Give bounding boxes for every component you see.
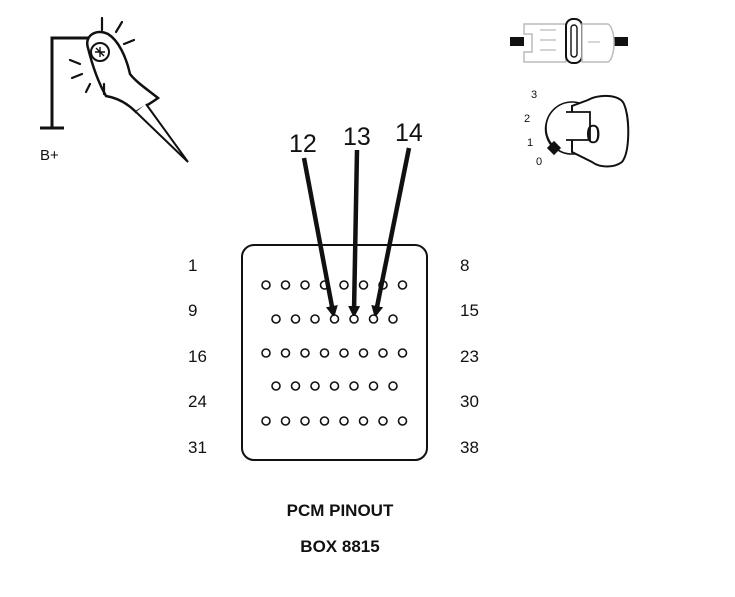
pin-25: [290, 381, 301, 391]
callout-14: 14: [395, 119, 423, 147]
pin-19: [319, 348, 330, 358]
pin-1: [261, 280, 271, 290]
pin-12: [329, 314, 340, 324]
ignition-key-mark: 0: [586, 119, 600, 149]
caption-subtitle: BOX 8815: [300, 537, 380, 556]
pin-26: [310, 381, 320, 391]
pin-8: [397, 280, 408, 290]
pin-21: [358, 348, 369, 358]
callout-12: 12: [289, 130, 317, 158]
pin-11: [310, 314, 320, 324]
pin-6: [358, 280, 369, 290]
pin-34: [319, 416, 330, 426]
row-label-right-2: 15: [460, 301, 479, 320]
row-label-left-2: 9: [188, 301, 197, 320]
ignition-position-3: 3: [531, 89, 537, 101]
pin-2: [280, 280, 291, 290]
row-label-left-5: 31: [188, 438, 207, 457]
pin-13: [349, 314, 359, 324]
pin-36: [358, 416, 369, 426]
row-label-right-4: 30: [460, 392, 479, 411]
pin-27: [329, 381, 340, 391]
pin-29: [368, 381, 379, 391]
pin-31: [261, 416, 271, 426]
pin-33: [300, 416, 310, 426]
pin-23: [397, 348, 408, 358]
ignition-position-1: 1: [527, 137, 533, 149]
arrow-pin-14: [376, 147, 412, 312]
connector-icon: [510, 18, 628, 64]
row-label-left-1: 1: [188, 256, 197, 275]
pin-28: [349, 381, 359, 391]
pin-24: [271, 381, 281, 391]
pin-15: [388, 314, 398, 324]
row-label-left-4: 24: [188, 392, 207, 411]
pin-22: [378, 348, 388, 358]
pin-16: [261, 348, 271, 358]
arrow-pin-13: [354, 149, 357, 312]
ignition-switch-icon: [544, 94, 630, 168]
pin-37: [378, 416, 388, 426]
caption-title: PCM PINOUT: [286, 501, 394, 520]
pin-grid: [261, 280, 408, 426]
pin-35: [339, 416, 349, 426]
pin-10: [290, 314, 301, 324]
pin-3: [300, 280, 310, 290]
row-label-left-3: 16: [188, 347, 207, 366]
ignition-position-0: 0: [536, 156, 542, 168]
pin-32: [280, 416, 291, 426]
ignition-position-2: 2: [524, 113, 530, 125]
pin-20: [339, 348, 349, 358]
pin-14: [368, 314, 379, 324]
row-label-right-1: 8: [460, 256, 469, 275]
row-label-right-5: 38: [460, 438, 479, 457]
pin-38: [397, 416, 408, 426]
pin-30: [388, 381, 398, 391]
row-label-right-3: 23: [460, 347, 479, 366]
callout-13: 13: [343, 123, 371, 151]
arrow-pin-12: [301, 157, 333, 312]
test-light-icon: [40, 16, 189, 163]
supply-label: B+: [40, 147, 59, 164]
pin-5: [339, 280, 349, 290]
pin-18: [300, 348, 310, 358]
pin-17: [280, 348, 291, 358]
callout-arrows: [301, 147, 412, 312]
pin-9: [271, 314, 281, 324]
